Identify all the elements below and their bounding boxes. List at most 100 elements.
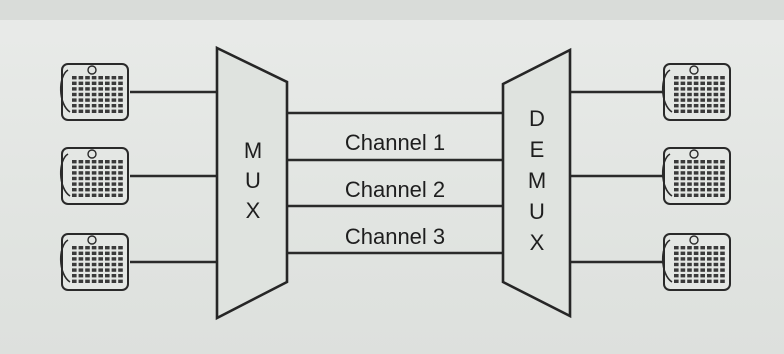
screen-cell <box>118 193 123 197</box>
terminal-knob <box>87 149 97 159</box>
screen-cell <box>91 109 97 113</box>
label-letter: M <box>528 168 546 193</box>
screen-cell <box>707 81 712 85</box>
screen-cell <box>85 188 90 192</box>
channel-2-label: Channel 2 <box>345 177 445 202</box>
screen-cell <box>91 98 97 102</box>
channel-3-label: Channel 3 <box>345 224 445 249</box>
screen-cell <box>674 92 679 97</box>
screen-cell <box>98 87 103 91</box>
screen-cell <box>85 81 90 85</box>
screen-cell <box>713 182 719 186</box>
terminal-screen <box>674 246 725 283</box>
screen-cell <box>78 104 84 108</box>
screen-cell <box>72 98 77 102</box>
screen-cell <box>720 109 725 113</box>
terminal-knob <box>87 235 97 245</box>
screen-cell <box>693 165 699 169</box>
screen-cell <box>700 98 705 102</box>
screen-cell <box>674 87 679 91</box>
screen-cell <box>693 257 699 261</box>
screen-cell <box>713 171 719 175</box>
terminal-cable <box>661 69 673 113</box>
screen-cell <box>85 92 90 97</box>
screen-cell <box>78 182 84 186</box>
screen-cell <box>72 274 77 278</box>
right-terminals <box>661 63 731 291</box>
screen-cell <box>713 98 719 102</box>
terminal-casing <box>61 233 129 291</box>
screen-cell <box>700 160 705 164</box>
screen-cell <box>674 98 679 102</box>
screen-cell <box>105 92 110 97</box>
screen-cell <box>720 251 725 255</box>
screen-cell <box>118 165 123 169</box>
screen-cell <box>700 81 705 85</box>
screen-cell <box>85 279 90 283</box>
screen-cell <box>720 182 725 186</box>
screen-cell <box>98 268 103 272</box>
screen-cell <box>111 193 117 197</box>
screen-cell <box>72 246 77 250</box>
screen-cell <box>700 251 705 255</box>
screen-cell <box>111 81 117 85</box>
screen-cell <box>72 104 77 108</box>
screen-cell <box>91 182 97 186</box>
screen-cell <box>98 109 103 113</box>
screen-cell <box>687 165 692 169</box>
screen-cell <box>78 251 84 255</box>
screen-cell <box>674 171 679 175</box>
screen-cell <box>118 109 123 113</box>
screen-cell <box>118 274 123 278</box>
label-letter: E <box>530 137 545 162</box>
screen-cell <box>111 104 117 108</box>
screen-cell <box>105 279 110 283</box>
screen-cell <box>111 262 117 267</box>
screen-cell <box>98 262 103 267</box>
screen-cell <box>118 87 123 91</box>
screen-cell <box>674 160 679 164</box>
screen-cell <box>111 109 117 113</box>
screen-cell <box>713 246 719 250</box>
screen-cell <box>687 246 692 250</box>
screen-cell <box>700 171 705 175</box>
screen-cell <box>680 92 686 97</box>
screen-cell <box>674 76 679 80</box>
screen-cell <box>674 109 679 113</box>
screen-cell <box>707 76 712 80</box>
screen-cell <box>674 182 679 186</box>
screen-cell <box>693 274 699 278</box>
terminal-knob <box>689 235 699 245</box>
screen-cell <box>78 246 84 250</box>
terminal-screen <box>674 76 725 113</box>
screen-cell <box>72 171 77 175</box>
terminal-cable <box>59 153 71 197</box>
terminal-casing <box>61 147 129 205</box>
screen-cell <box>713 76 719 80</box>
terminal-screen <box>674 160 725 197</box>
demux-block <box>501 47 572 319</box>
screen-cell <box>700 193 705 197</box>
screen-cell <box>91 251 97 255</box>
screen-cell <box>693 160 699 164</box>
screen-cell <box>674 268 679 272</box>
screen-cell <box>118 171 123 175</box>
screen-cell <box>693 109 699 113</box>
screen-cell <box>707 262 712 267</box>
screen-cell <box>680 193 686 197</box>
screen-cell <box>111 92 117 97</box>
screen-cell <box>72 182 77 186</box>
screen-cell <box>720 92 725 97</box>
screen-cell <box>687 81 692 85</box>
screen-cell <box>700 188 705 192</box>
screen-cell <box>105 98 110 102</box>
screen-cell <box>687 188 692 192</box>
screen-cell <box>111 76 117 80</box>
screen-cell <box>72 109 77 113</box>
screen-cell <box>78 279 84 283</box>
screen-cell <box>85 104 90 108</box>
screen-cell <box>78 165 84 169</box>
screen-cell <box>78 81 84 85</box>
screen-cell <box>707 257 712 261</box>
